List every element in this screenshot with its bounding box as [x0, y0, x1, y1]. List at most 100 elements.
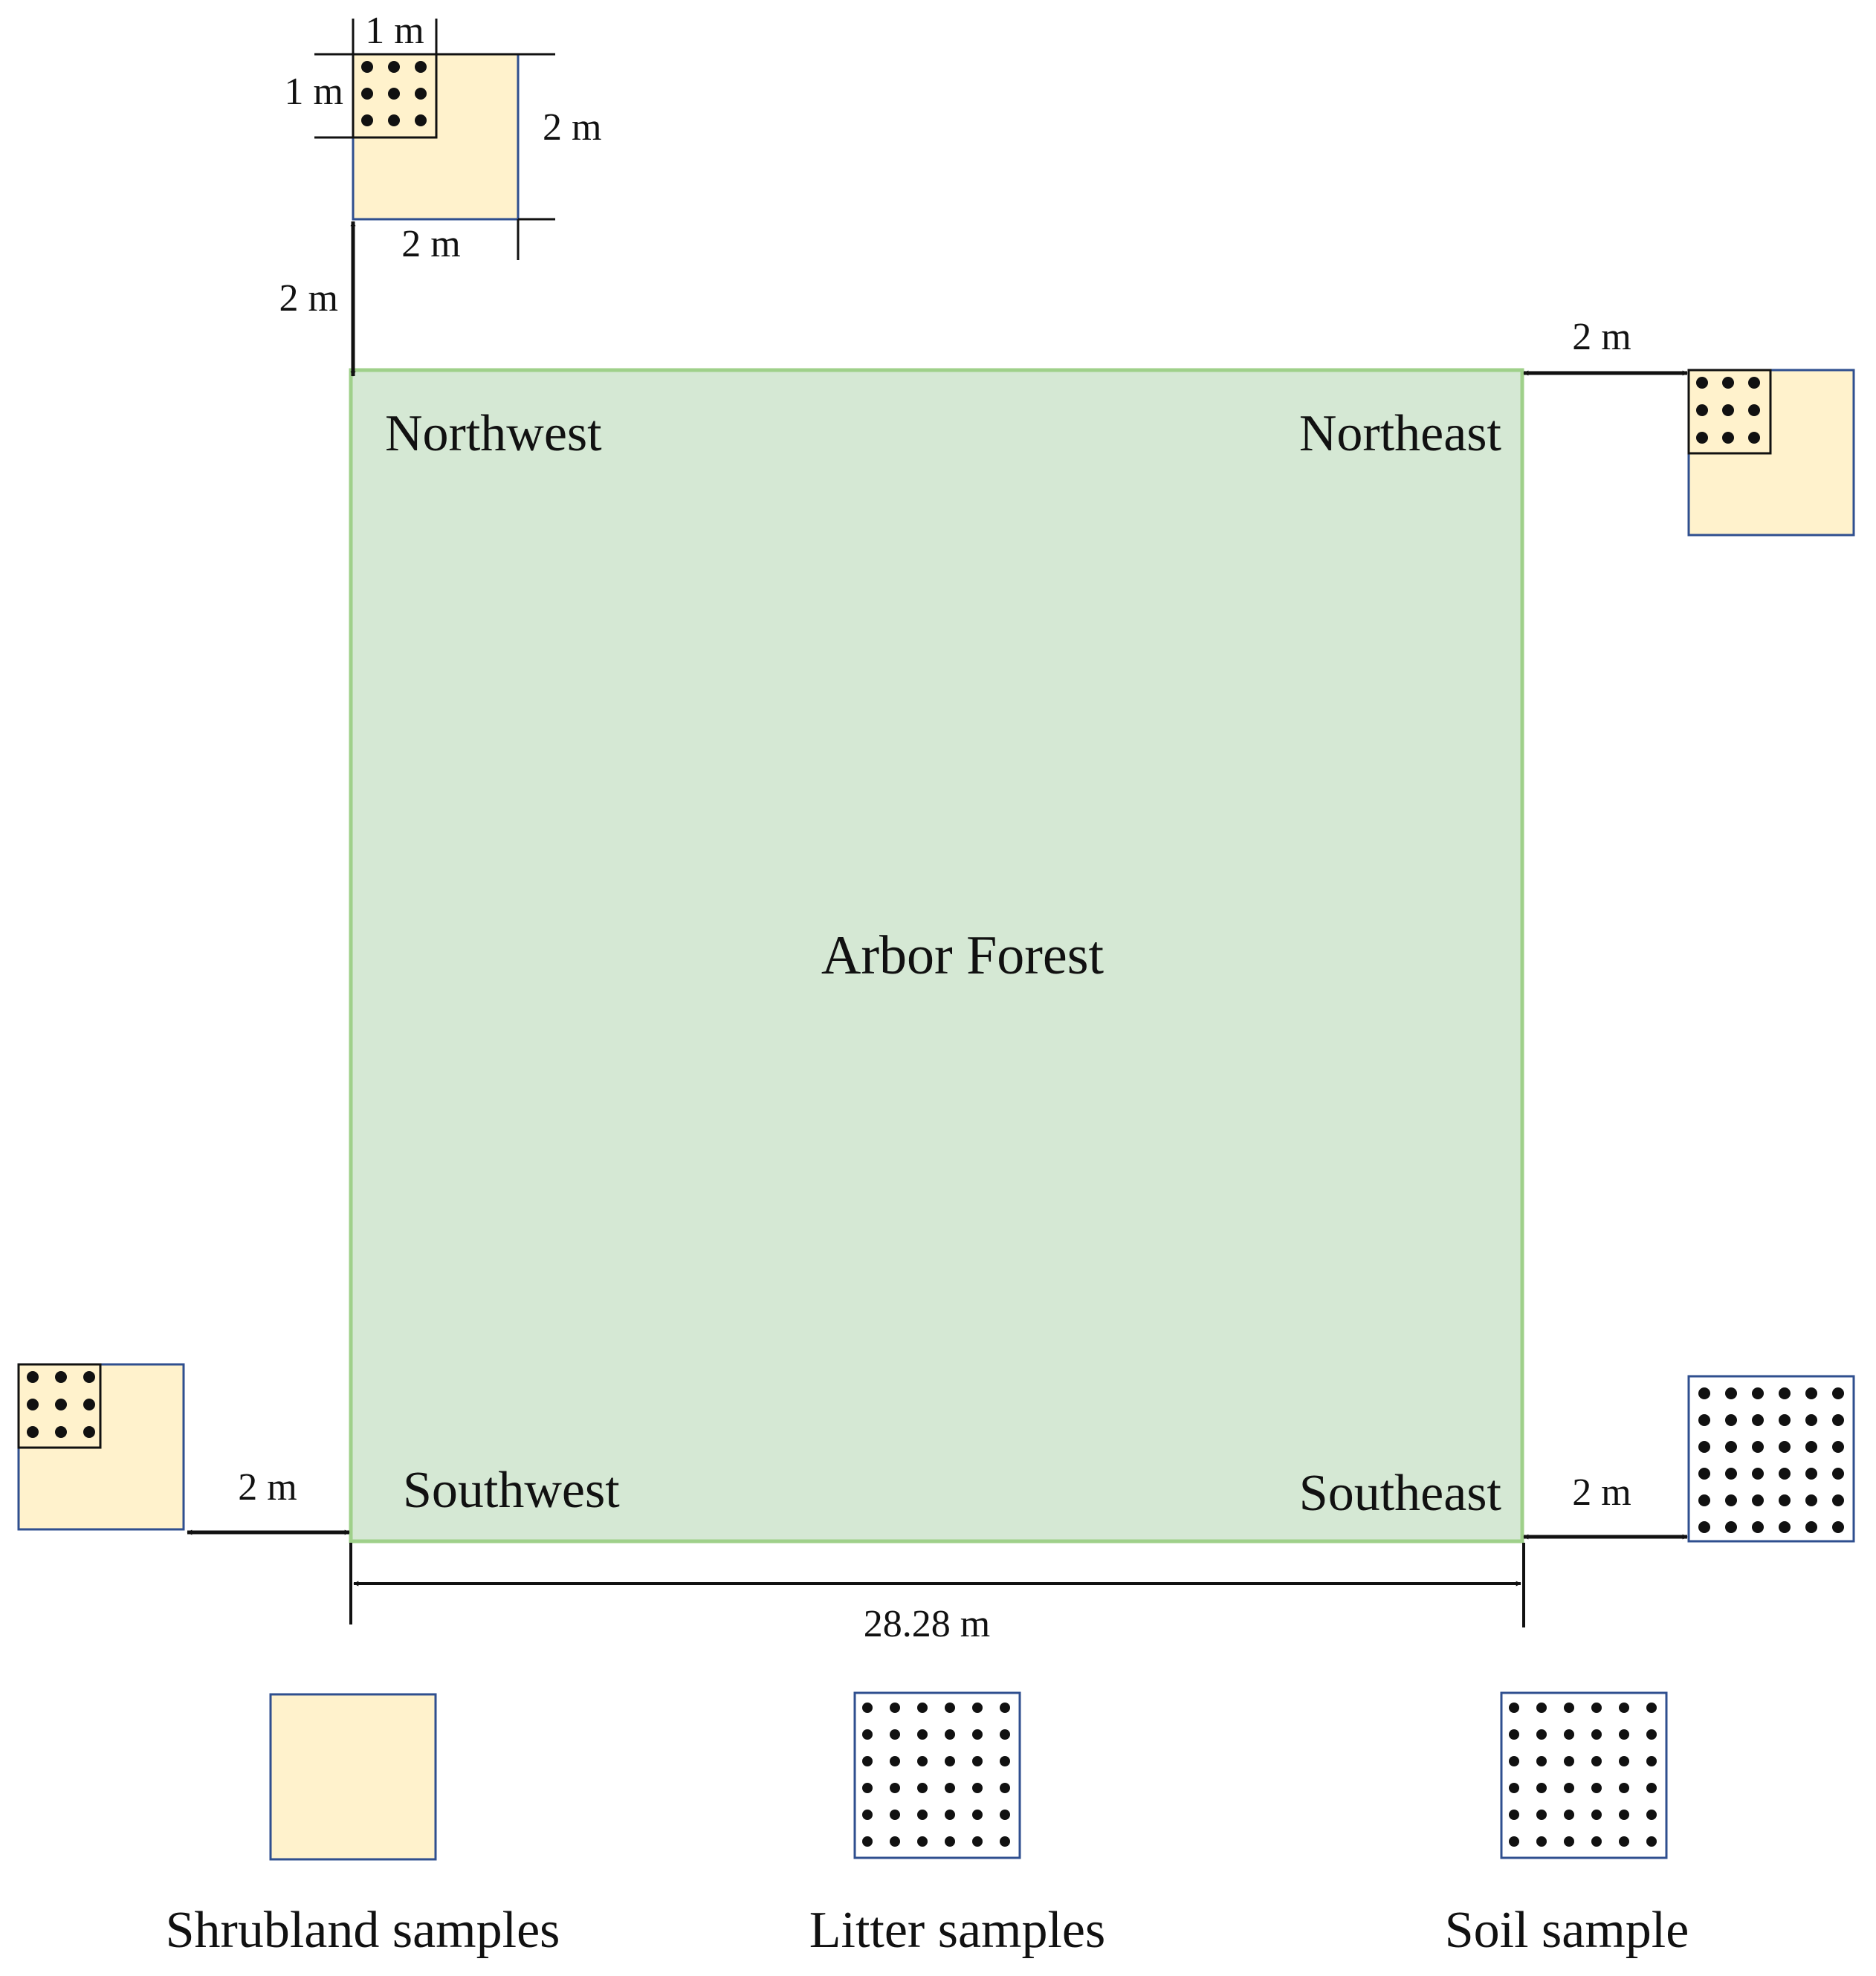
litter-sample-dot	[972, 1703, 983, 1713]
northeast-label: Northeast	[1299, 405, 1502, 462]
soil-sample-dot	[1805, 1494, 1817, 1506]
litter-sample-dot	[945, 1783, 955, 1793]
litter-sample-dot	[1000, 1703, 1010, 1713]
soil-sample-dot	[1805, 1387, 1817, 1399]
litter-sample-dot	[890, 1729, 900, 1740]
northeast-quadrat	[1687, 369, 1855, 537]
soil-sample-dot	[1619, 1703, 1629, 1713]
southwest-label: Southwest	[403, 1462, 620, 1519]
litter-sample-dot	[945, 1756, 955, 1766]
litter-sample-dot	[917, 1756, 928, 1766]
soil-sample-dot	[1698, 1387, 1710, 1399]
soil-sample-dot	[1725, 1387, 1737, 1399]
soil-sample-dot	[1832, 1414, 1844, 1426]
litter-sample-dot	[972, 1756, 983, 1766]
legend-litter-dots	[862, 1703, 1010, 1847]
legend-litter-swatch	[853, 1691, 1021, 1859]
legend-litter-label: Litter samples	[809, 1902, 1106, 1959]
soil-sample-dot	[1698, 1441, 1710, 1453]
soil-sample-dot	[1564, 1703, 1574, 1713]
litter-sample-dot	[917, 1729, 928, 1740]
southwest-offset-label: 2 m	[238, 1466, 297, 1509]
soil-sample-dot	[1619, 1836, 1629, 1847]
legend-shrubland-label: Shrubland samples	[166, 1902, 560, 1959]
soil-sample-dot	[1832, 1521, 1844, 1533]
soil-sample-dot	[1698, 1494, 1710, 1506]
soil-sample-dot	[1591, 1783, 1602, 1793]
soil-sample-dot	[1725, 1441, 1737, 1453]
soil-sample-dot	[1646, 1729, 1657, 1740]
soil-sample-dot	[1646, 1703, 1657, 1713]
soil-sample-dot	[1591, 1836, 1602, 1847]
legend: Shrubland samples Litter samples Soil sa…	[166, 1691, 1689, 1959]
soil-sample-dot	[1619, 1729, 1629, 1740]
southeast-soil-dots	[1698, 1387, 1844, 1533]
soil-sample-dot	[1509, 1756, 1519, 1766]
litter-sample-dot	[945, 1836, 955, 1847]
legend-shrubland-swatch	[269, 1693, 437, 1861]
southwest-quadrat	[17, 1363, 185, 1531]
arbor-forest-label: Arbor Forest	[821, 925, 1104, 986]
litter-sample-dot	[890, 1703, 900, 1713]
litter-sample-dot	[1000, 1729, 1010, 1740]
soil-sample-dot	[1591, 1756, 1602, 1766]
soil-sample-dot	[1509, 1703, 1519, 1713]
soil-sample-dot	[1646, 1756, 1657, 1766]
southeast-soil-quadrat	[1687, 1375, 1855, 1543]
soil-sample-dot	[1832, 1387, 1844, 1399]
soil-sample-dot	[1752, 1521, 1764, 1533]
litter-sample-dot	[917, 1810, 928, 1820]
soil-sample-dot	[1752, 1387, 1764, 1399]
litter-sample-dot	[890, 1756, 900, 1766]
soil-sample-dot	[1591, 1810, 1602, 1820]
soil-sample-dot	[1779, 1441, 1791, 1453]
soil-sample-dot	[1725, 1468, 1737, 1480]
litter-sample-dot	[917, 1703, 928, 1713]
legend-soil-label: Soil sample	[1445, 1902, 1689, 1959]
northeast-litter-dots	[1696, 377, 1760, 444]
litter-sample-dot	[972, 1783, 983, 1793]
southeast-quadrat	[1687, 1375, 1855, 1543]
soil-sample-dot	[1564, 1756, 1574, 1766]
litter-sample-dot	[862, 1810, 873, 1820]
litter-sample-dot	[972, 1836, 983, 1847]
southeast-label: Southeast	[1299, 1465, 1502, 1522]
northwest-label: Northwest	[385, 405, 602, 462]
legend-soil-swatch	[1500, 1691, 1668, 1859]
soil-sample-dot	[1619, 1756, 1629, 1766]
soil-sample-dot	[1509, 1729, 1519, 1740]
soil-sample-dot	[1509, 1783, 1519, 1793]
legend-soil-dots	[1509, 1703, 1657, 1847]
litter-sample-dot	[890, 1783, 900, 1793]
soil-sample-dot	[1536, 1756, 1547, 1766]
soil-sample-dot	[1646, 1783, 1657, 1793]
soil-sample-dot	[1779, 1494, 1791, 1506]
soil-sample-dot	[1698, 1414, 1710, 1426]
northwest-offset-label: 2 m	[279, 277, 338, 320]
soil-sample-dot	[1832, 1468, 1844, 1480]
litter-sample-dot	[917, 1836, 928, 1847]
litter-sample-dot	[862, 1783, 873, 1793]
soil-sample-dot	[1619, 1783, 1629, 1793]
litter-sample-dot	[1000, 1756, 1010, 1766]
soil-sample-dot	[1805, 1441, 1817, 1453]
soil-sample-dot	[1509, 1810, 1519, 1820]
soil-sample-dot	[1536, 1810, 1547, 1820]
soil-sample-dot	[1591, 1703, 1602, 1713]
litter-sample-dot	[862, 1729, 873, 1740]
soil-sample-dot	[1805, 1521, 1817, 1533]
soil-sample-dot	[1752, 1441, 1764, 1453]
soil-sample-dot	[1564, 1836, 1574, 1847]
soil-sample-dot	[1698, 1521, 1710, 1533]
soil-sample-dot	[1779, 1521, 1791, 1533]
soil-sample-dot	[1779, 1468, 1791, 1480]
soil-sample-dot	[1536, 1703, 1547, 1713]
arbor-forest-plot	[349, 368, 1524, 1543]
soil-sample-dot	[1646, 1810, 1657, 1820]
soil-sample-dot	[1805, 1414, 1817, 1426]
litter-sample-dot	[862, 1836, 873, 1847]
litter-sample-dot	[1000, 1810, 1010, 1820]
soil-sample-dot	[1752, 1414, 1764, 1426]
quadrat-width-label: 2 m	[401, 223, 460, 265]
